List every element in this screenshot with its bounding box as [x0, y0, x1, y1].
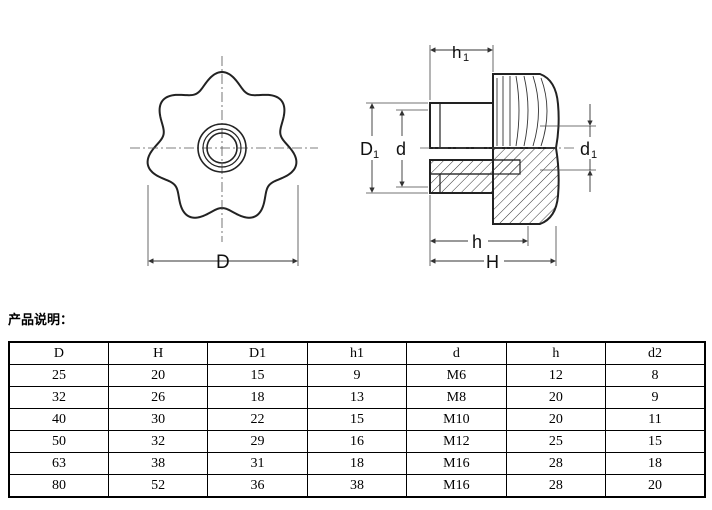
table-cell: M16	[406, 474, 507, 498]
table-cell: 15	[605, 430, 706, 453]
header-cell: h	[505, 341, 607, 365]
table-cell: 13	[306, 386, 408, 409]
table-cell: 29	[207, 430, 308, 453]
front-view: D	[130, 56, 318, 273]
label-h1-subscript: 1	[463, 52, 469, 64]
table-cell: 38	[107, 452, 209, 475]
table-cell: M6	[406, 364, 507, 387]
table-cell: 26	[107, 386, 209, 409]
header-cell: d	[406, 341, 507, 365]
table-cell: 8	[605, 364, 706, 387]
table-cell: M10	[406, 408, 507, 431]
table-cell: 40	[8, 408, 109, 431]
label-d1: d	[580, 139, 590, 159]
label-h1: h	[452, 43, 461, 62]
header-cell: d2	[605, 341, 706, 365]
label-D1: D	[360, 139, 373, 159]
table-cell: 28	[505, 474, 607, 498]
table-cell: 25	[8, 364, 109, 387]
table-cell: 18	[306, 452, 408, 475]
label-H: H	[486, 252, 499, 272]
table-cell: 50	[8, 430, 109, 453]
table-cell: M16	[406, 452, 507, 475]
technical-drawing: D h 1	[130, 43, 602, 273]
table-cell: 15	[306, 408, 408, 431]
table-cell: 28	[505, 452, 607, 475]
hub-outer-ring	[197, 123, 247, 173]
hub-thread-ring	[202, 128, 242, 168]
table-cell: 31	[207, 452, 308, 475]
label-D: D	[216, 252, 230, 273]
table-cell: 80	[8, 474, 109, 498]
table-cell: 32	[8, 386, 109, 409]
header-cell: H	[107, 341, 209, 365]
table-cell: 20	[505, 386, 607, 409]
knob-head-upper	[492, 73, 560, 149]
label-h: h	[472, 232, 482, 252]
table-cell: 63	[8, 452, 109, 475]
label-d1-subscript: 1	[591, 149, 597, 161]
table-cell: 20	[605, 474, 706, 498]
table-cell: 30	[107, 408, 209, 431]
table-cell: 36	[207, 474, 308, 498]
table-cell: 20	[505, 408, 607, 431]
table-cell: 15	[207, 364, 308, 387]
section-title: 产品说明：	[8, 313, 74, 328]
header-cell: h1	[306, 341, 408, 365]
table-cell: 11	[605, 408, 706, 431]
table-cell: 25	[505, 430, 607, 453]
label-d: d	[396, 139, 406, 159]
table-cell: 12	[505, 364, 607, 387]
table-cell: 18	[605, 452, 706, 475]
hub-bore	[206, 132, 238, 164]
table-cell: 52	[107, 474, 209, 498]
header-cell: D1	[207, 341, 308, 365]
table-cell: 20	[107, 364, 209, 387]
table-cell: 16	[306, 430, 408, 453]
side-view: h 1 D 1 d d 1 h H	[356, 43, 602, 272]
table-cell: 9	[306, 364, 408, 387]
table-cell: 18	[207, 386, 308, 409]
header-cell: D	[8, 341, 109, 365]
table-cell: 9	[605, 386, 706, 409]
table-cell: 32	[107, 430, 209, 453]
label-D1-subscript: 1	[373, 149, 379, 161]
table-cell: 38	[306, 474, 408, 498]
table-cell: M12	[406, 430, 507, 453]
table-cell: 22	[207, 408, 308, 431]
table-cell: M8	[406, 386, 507, 409]
